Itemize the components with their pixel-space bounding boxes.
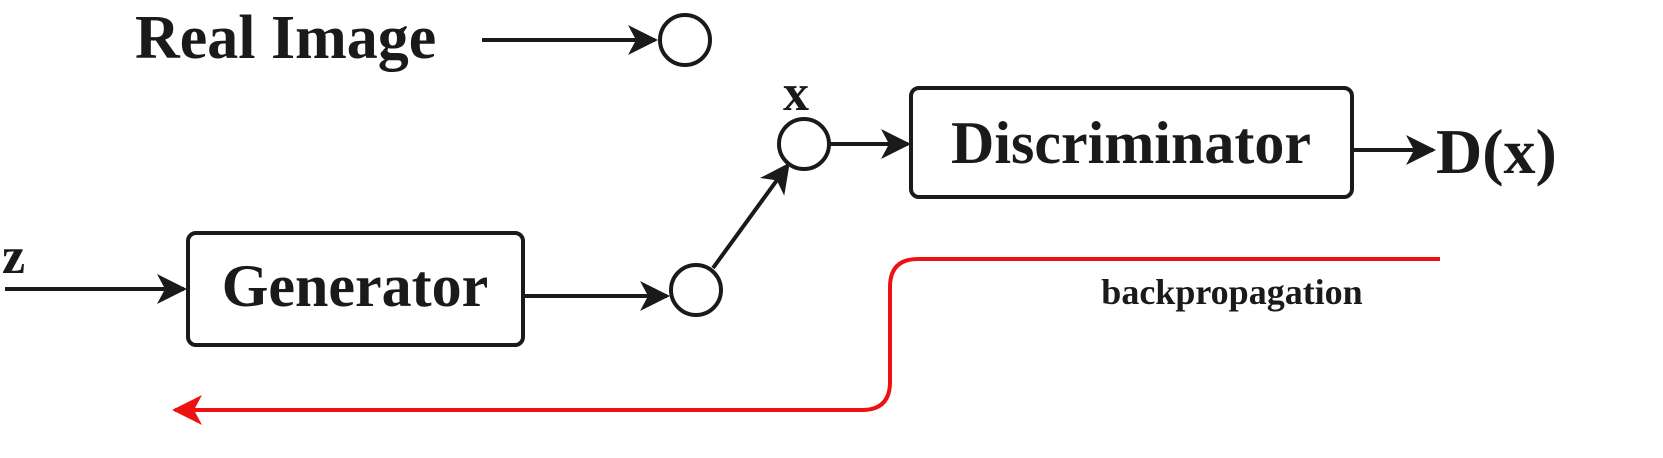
discriminator-box	[909, 86, 1354, 199]
z-label: z	[2, 228, 25, 285]
real-image-label: Real Image	[135, 4, 436, 72]
output-label: D(x)	[1436, 116, 1557, 187]
x-node	[777, 117, 831, 171]
backpropagation-arrow	[172, 257, 1440, 425]
generator-box	[186, 231, 525, 347]
generator-label: Generator	[222, 253, 489, 319]
discriminator-label: Discriminator	[951, 110, 1311, 176]
switch-arrow	[711, 162, 790, 270]
real-image-node	[658, 13, 712, 67]
generated-sample-node	[669, 263, 723, 317]
x-label: x	[783, 65, 809, 122]
backpropagation-label: backpropagation	[1101, 272, 1362, 312]
